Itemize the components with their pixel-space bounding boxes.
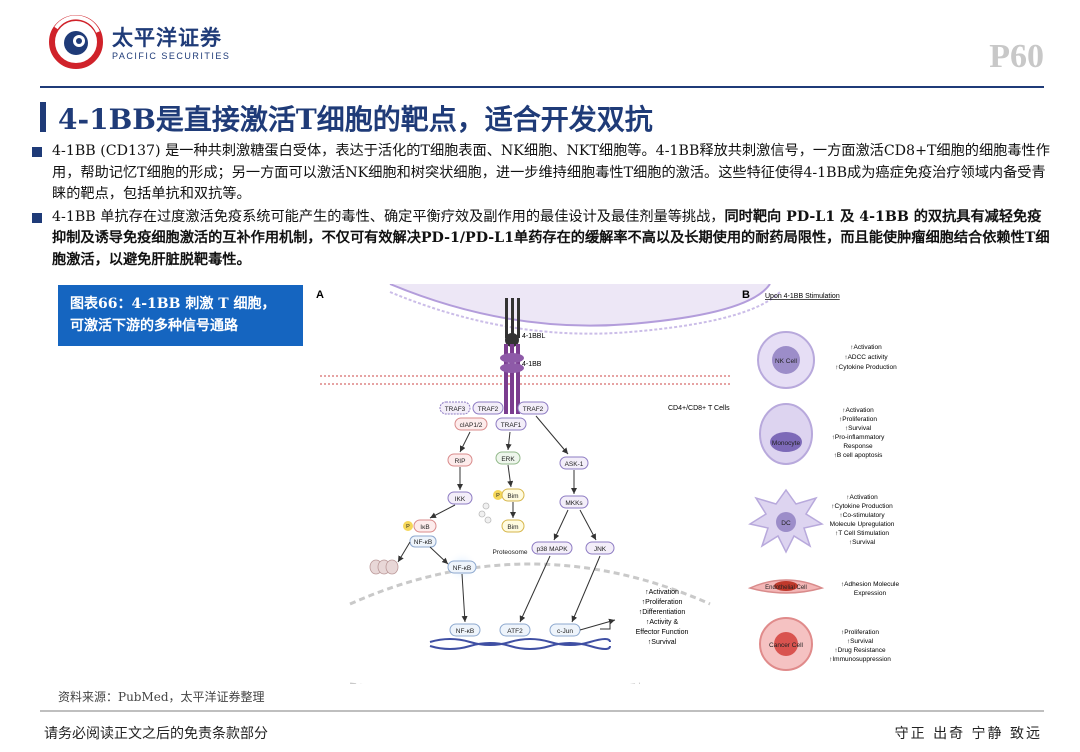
dc-effect-5: ↑Survival bbox=[849, 539, 876, 546]
node-mkks: MKKs bbox=[565, 500, 583, 507]
phospho-label-1: P bbox=[496, 493, 500, 499]
outcome-1: ↑Proliferation bbox=[642, 599, 683, 606]
node-atf2: ATF2 bbox=[507, 628, 523, 635]
node-ikb: IκB bbox=[420, 524, 429, 531]
footer-divider bbox=[40, 710, 1044, 712]
node-jnk: JNK bbox=[594, 546, 607, 553]
bullet-square-icon bbox=[32, 147, 42, 157]
outcome-2: ↑Differentiation bbox=[639, 609, 686, 616]
source-note: 资料来源：PubMed，太平洋证券整理 bbox=[58, 690, 265, 704]
nk-effect-0: ↑Activation bbox=[850, 344, 882, 351]
node-nfkb1: NF-κB bbox=[414, 539, 432, 546]
figure-caption-box: 图表66：4-1BB 刺激 T 细胞， 可激活下游的多种信号通路 bbox=[58, 285, 303, 346]
title-accent-bar bbox=[40, 102, 46, 132]
cancer-effect-0: ↑Proliferation bbox=[841, 629, 879, 636]
disclaimer-text: 请务必阅读正文之后的免责条款部分 bbox=[44, 726, 268, 742]
bullet-text: 4-1BB (CD137) 是一种共刺激糖蛋白受体，表达于活化的T细胞表面、NK… bbox=[52, 143, 1050, 202]
brand-name-cn: 太平洋证券 bbox=[112, 26, 222, 50]
node-bim1: Bim bbox=[507, 493, 518, 500]
brand-name-en: PACIFIC SECURITIES bbox=[112, 51, 231, 61]
signaling-pathway-figure: A 4-1BBL 4-1BB CD4+/CD8+ T Cells TRAF3 T… bbox=[316, 284, 900, 684]
mono-effect-1: ↑Proliferation bbox=[839, 416, 877, 423]
bullet-bold-text: 同时靶向 PD-L1 及 4-1BB 的双抗具有减轻免疫抑制及诱导免疫细胞激活的… bbox=[52, 208, 1050, 268]
cancer-effect-1: ↑Survival bbox=[847, 638, 874, 645]
node-cjun: c-Jun bbox=[557, 628, 573, 635]
nk-effect-2: ↑Cytokine Production bbox=[835, 364, 897, 371]
cell-name-monocyte: Monocyte bbox=[772, 440, 801, 447]
node-bim2: Bim bbox=[507, 524, 518, 531]
cancer-effect-2: ↑Drug Resistance bbox=[834, 647, 886, 654]
cell-name-nk: NK Cell bbox=[775, 358, 798, 365]
outcome-0: ↑Activation bbox=[645, 589, 679, 596]
node-ikk: IKK bbox=[455, 496, 466, 503]
node-nfkb3: NF-κB bbox=[456, 628, 474, 635]
dc-effect-4: ↑T Cell Stimulation bbox=[835, 530, 889, 537]
node-traf1: TRAF1 bbox=[501, 422, 522, 429]
panel-b-title: Upon 4-1BB Stimulation bbox=[765, 293, 840, 300]
panel-b-label: B bbox=[742, 289, 750, 301]
outcome-4: Effector Function bbox=[636, 629, 689, 636]
node-traf2a: TRAF2 bbox=[478, 406, 499, 413]
node-nfkb2: NF-κB bbox=[453, 565, 471, 572]
node-traf3: TRAF3 bbox=[445, 406, 466, 413]
dc-effect-1: ↑Cytokine Production bbox=[831, 503, 893, 510]
bullet-text: 4-1BB 单抗存在过度激活免疫系统可能产生的毒性、确定平衡疗效及副作用的最佳设… bbox=[52, 208, 725, 225]
receptor-label: 4-1BB bbox=[522, 361, 542, 368]
mono-effect-5: ↑B cell apoptosis bbox=[834, 452, 884, 459]
figure-caption-line-1: 图表66：4-1BB 刺激 T 细胞， bbox=[70, 296, 276, 312]
dc-effect-0: ↑Activation bbox=[846, 494, 878, 501]
node-erk: ERK bbox=[501, 456, 515, 463]
figure-caption-line-2: 可激活下游的多种信号通路 bbox=[70, 318, 238, 334]
nk-effect-1: ↑ADCC activity bbox=[844, 354, 888, 361]
dc-effect-2: ↑Co-stimulatory bbox=[839, 512, 885, 519]
mono-effect-3: ↑Pro-inflammatory bbox=[832, 434, 885, 441]
node-traf2b: TRAF2 bbox=[523, 406, 544, 413]
bullet-square-icon bbox=[32, 212, 42, 223]
dc-effect-3: Molecule Upregulation bbox=[830, 521, 895, 528]
apc-membrane bbox=[389, 284, 771, 327]
page-number: P60 bbox=[989, 38, 1044, 75]
dna-strand-2 bbox=[429, 642, 611, 650]
outcome-3: ↑Activity & bbox=[646, 619, 679, 626]
dna-strand-1 bbox=[429, 638, 611, 646]
page-title: 4-1BB是直接激活T细胞的靶点，适合开发双抗 bbox=[58, 103, 653, 136]
node-ask1: ASK-1 bbox=[565, 461, 584, 468]
endo-effect-1: Expression bbox=[854, 590, 887, 597]
node-ciap: cIAP1/2 bbox=[460, 422, 483, 429]
proteosome-label: Proteosome bbox=[492, 549, 527, 556]
phospho-label-2: P bbox=[406, 524, 410, 530]
bullet-list: 4-1BB (CD137) 是一种共刺激糖蛋白受体，表达于活化的T细胞表面、NK… bbox=[30, 141, 1050, 272]
endo-effect-0: ↑Adhesion Molecule bbox=[841, 581, 900, 588]
cell-name-cancer: Cancer Cell bbox=[769, 642, 804, 649]
company-motto: 守正 出奇 宁静 致远 bbox=[894, 726, 1042, 742]
mono-effect-2: ↑Survival bbox=[845, 425, 872, 432]
header-divider bbox=[40, 86, 1044, 88]
outcome-5: ↑Survival bbox=[648, 639, 677, 646]
panel-a-label: A bbox=[316, 289, 324, 301]
pacific-securities-logo-icon bbox=[49, 15, 103, 69]
node-rip: RIP bbox=[455, 458, 466, 465]
cell-name-endothelial: Endothelial Cell bbox=[765, 585, 807, 591]
cell-type-label: CD4+/CD8+ T Cells bbox=[668, 405, 730, 412]
ligand-label: 4-1BBL bbox=[522, 333, 545, 340]
cell-name-dc: DC bbox=[781, 520, 791, 527]
mono-effect-0: ↑Activation bbox=[842, 407, 874, 414]
cancer-effect-3: ↑Immunosuppression bbox=[829, 656, 891, 663]
bullet-item-2: 4-1BB 单抗存在过度激活免疫系统可能产生的毒性、确定平衡疗效及副作用的最佳设… bbox=[30, 207, 1050, 272]
node-p38: p38 MAPK bbox=[536, 546, 568, 553]
bullet-item-1: 4-1BB (CD137) 是一种共刺激糖蛋白受体，表达于活化的T细胞表面、NK… bbox=[30, 141, 1050, 206]
mono-effect-4: Response bbox=[843, 443, 873, 450]
